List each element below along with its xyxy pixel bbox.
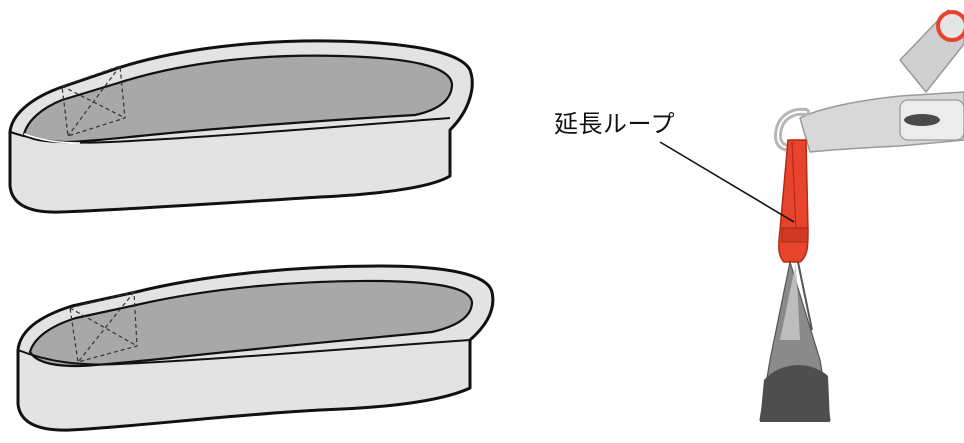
callout-label: 延長ループ <box>554 110 676 138</box>
callout-leader-line <box>659 141 795 223</box>
patient-lift-photo <box>759 9 964 422</box>
extension-loop-bottom-drawing <box>16 264 495 432</box>
extension-loop-top-drawing <box>8 39 474 214</box>
